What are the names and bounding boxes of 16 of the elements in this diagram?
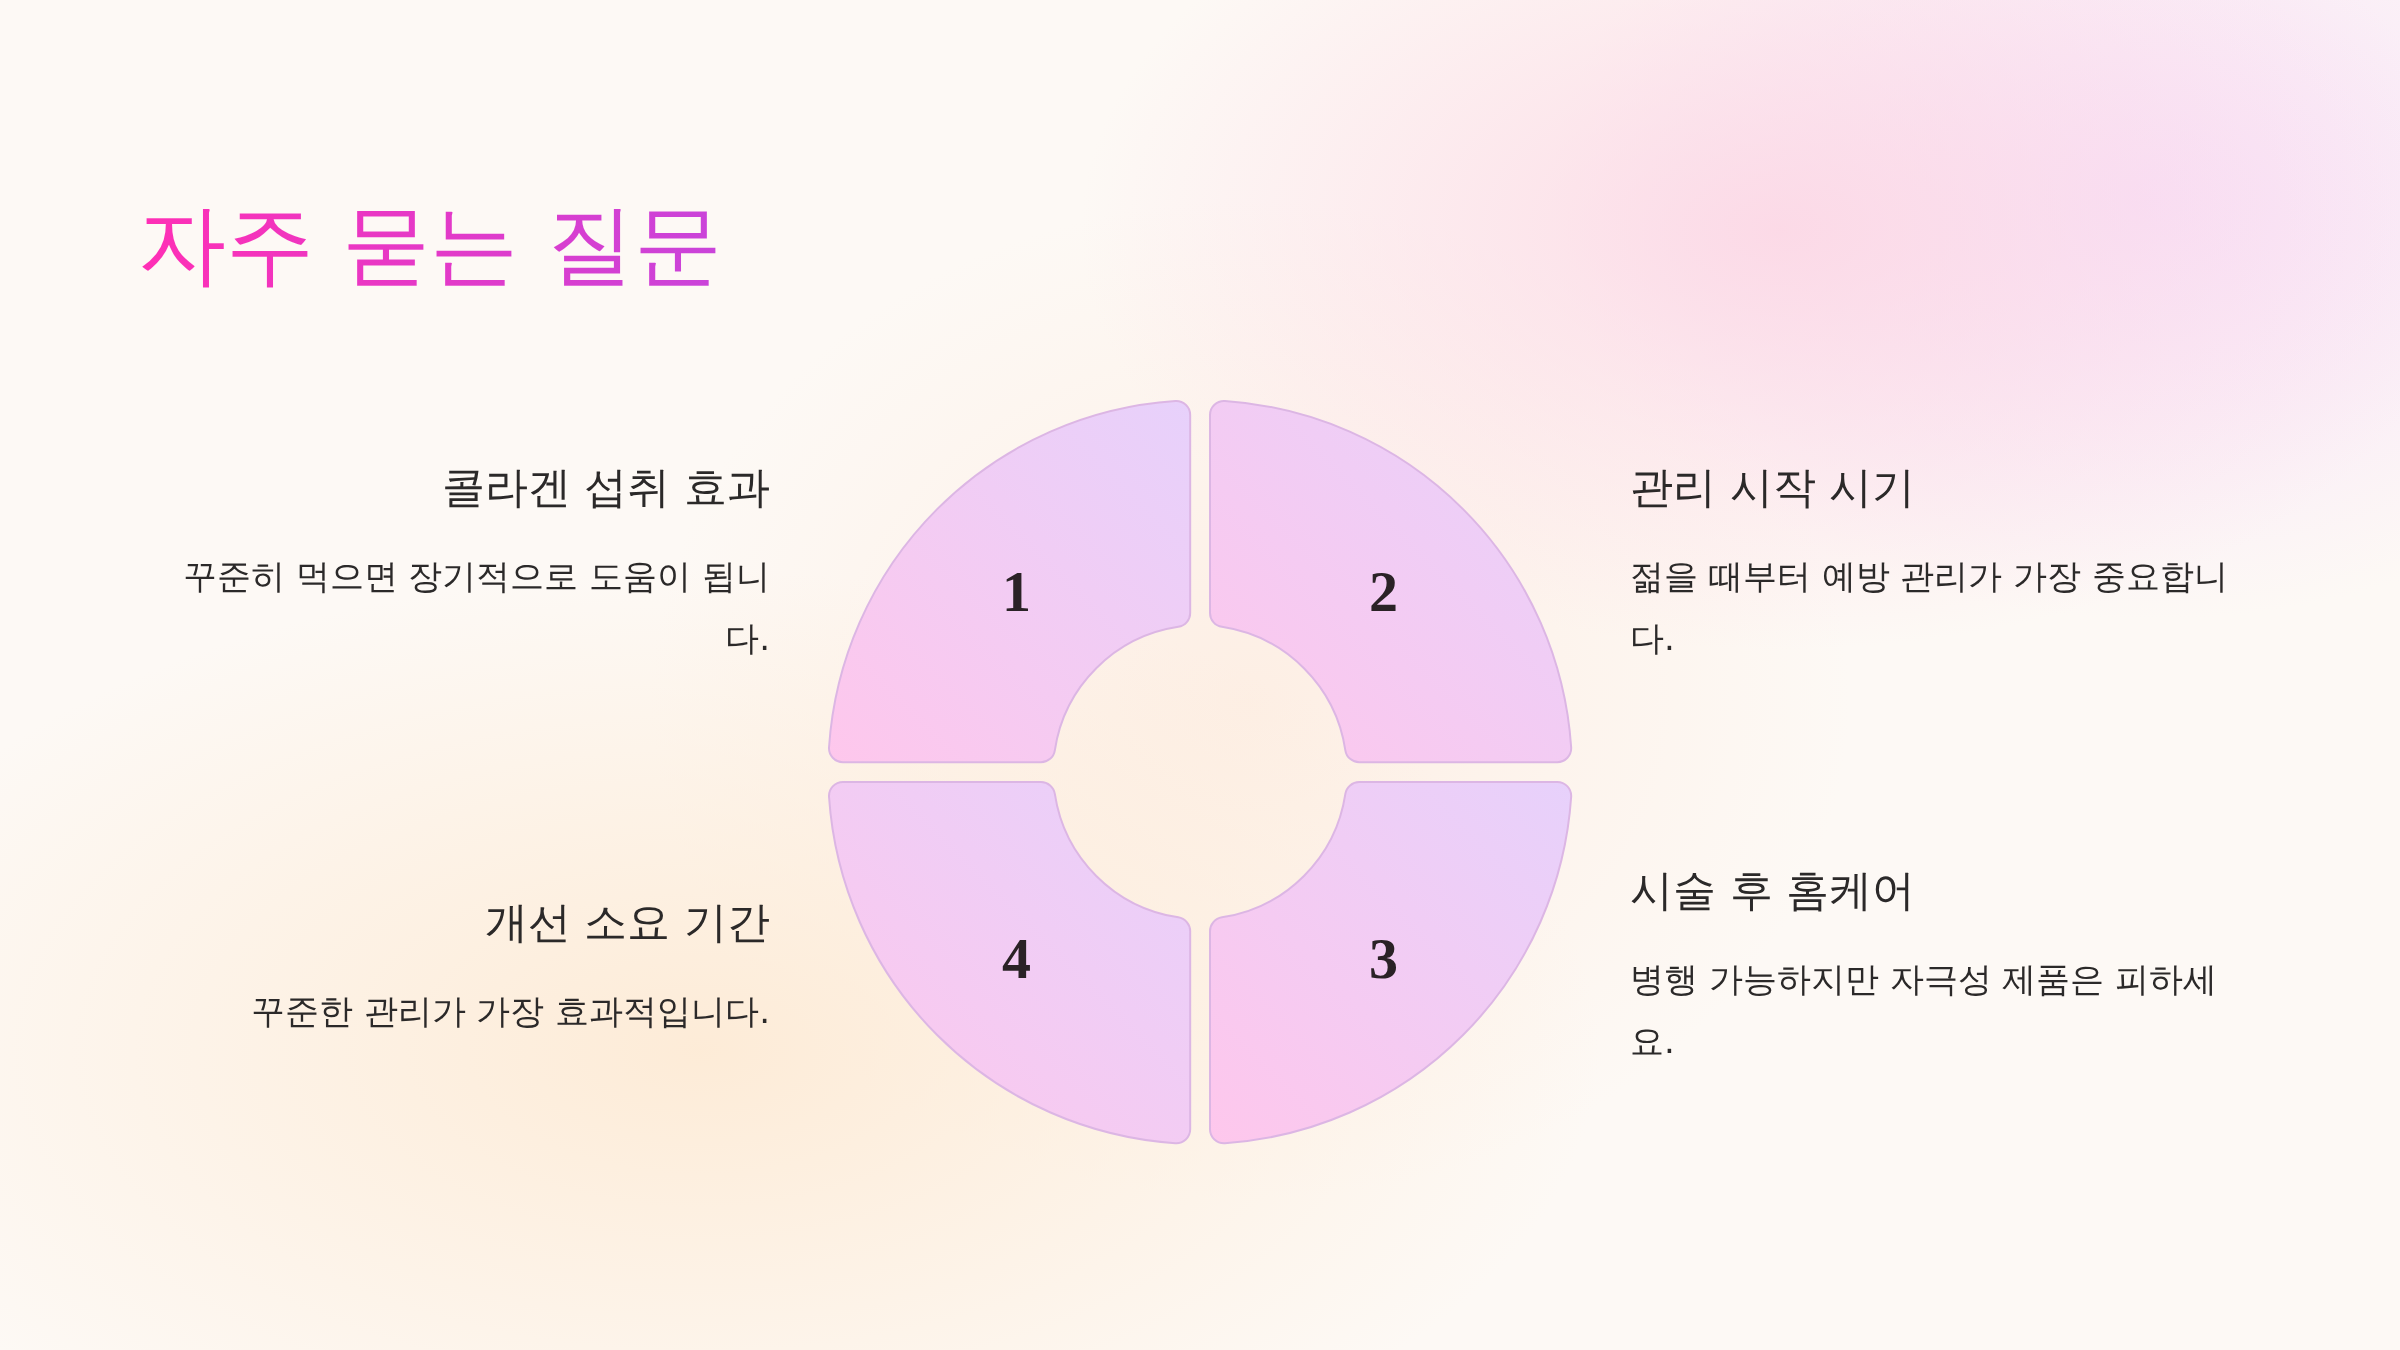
question-heading: 시술 후 홈케어 xyxy=(1630,864,1916,917)
segment-number: 3 xyxy=(1368,930,1398,989)
segment-number: 2 xyxy=(1368,563,1398,622)
answer-text: 꾸준한 관리가 가장 효과적입니다. xyxy=(250,990,770,1033)
question-heading: 콜라겐 섭취 효과 xyxy=(441,461,770,514)
question-heading: 관리 시작 시기 xyxy=(1630,461,1916,514)
answer-text: 젊을 때부터 예방 관리가 가장 중요합니다. xyxy=(1630,555,2230,660)
question-heading: 개선 소요 기간 xyxy=(484,896,770,949)
answer-text: 병행 가능하지만 자극성 제품은 피하세요. xyxy=(1630,958,2219,1063)
ring-segment xyxy=(1210,782,1572,1144)
segment-number: 4 xyxy=(1002,930,1031,989)
answer-text: 꾸준히 먹으면 장기적으로 도움이 됩니다. xyxy=(181,555,770,660)
ring-segment xyxy=(828,782,1190,1144)
segment-number: 1 xyxy=(1002,563,1031,622)
ring-segment xyxy=(828,400,1190,762)
ring-segment xyxy=(1210,400,1572,762)
